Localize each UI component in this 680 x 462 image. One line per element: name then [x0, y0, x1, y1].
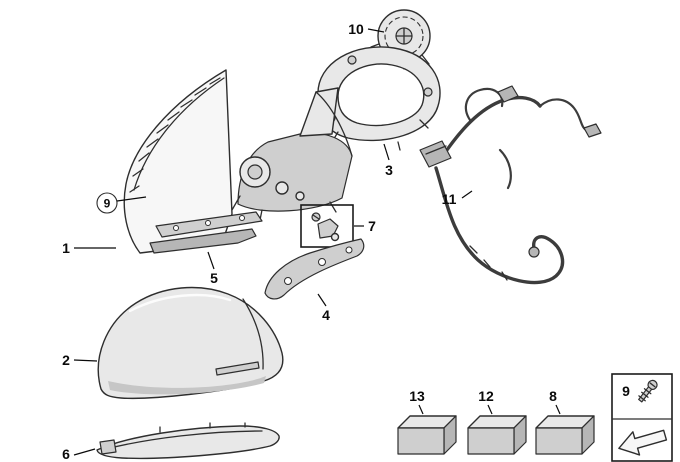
signal-body	[96, 425, 280, 460]
leader-11	[461, 190, 473, 199]
harness-plug-line	[425, 145, 447, 155]
callout-3: 3	[385, 162, 393, 178]
callout-4: 4	[322, 307, 330, 323]
frame-boss-2	[347, 55, 357, 65]
frame-ring	[317, 46, 441, 142]
gear-inner	[247, 164, 263, 180]
callout-11: 11	[442, 191, 457, 207]
leader-13	[418, 404, 424, 415]
arm-hole-1	[284, 277, 292, 285]
plate-hole-1	[173, 225, 179, 231]
actuator-rim	[384, 16, 424, 56]
plate-hole-2	[205, 220, 211, 226]
leader-12	[487, 404, 493, 415]
part7-clip-eye	[330, 232, 340, 242]
screw-icon	[638, 379, 658, 403]
mirror-cap-drawing	[97, 286, 284, 399]
box13-front-face	[397, 427, 445, 455]
legend-number: 9	[622, 383, 630, 399]
callout-6: 6	[62, 446, 70, 462]
plate-hole-3	[239, 215, 245, 221]
bracket-arm-edge	[315, 91, 353, 157]
leader-2	[73, 359, 98, 362]
callout-8: 8	[549, 388, 557, 404]
gear-teeth	[239, 156, 271, 188]
cap-parting-line	[242, 298, 264, 370]
harness-connector-top	[497, 85, 519, 103]
kit-box-12	[467, 415, 527, 455]
harness-branch-top	[438, 95, 542, 162]
mirror-glass-drawing	[123, 69, 233, 254]
pivot-boss-2	[295, 191, 305, 201]
harness-tape-ticks	[469, 245, 508, 281]
harness-branch-right	[538, 98, 590, 133]
leader-9	[116, 196, 147, 202]
glass-inner-edge	[133, 77, 225, 191]
harness-trunk	[434, 166, 565, 285]
kit-box-8	[535, 415, 595, 455]
signal-lens-line	[105, 430, 263, 450]
part7-box-drawing	[300, 204, 354, 248]
legend-box: 9	[611, 373, 673, 462]
arm-hole-2	[318, 258, 326, 266]
callout-1: 1	[62, 240, 70, 256]
turn-signal-drawing	[96, 422, 280, 460]
support-arm-drawing	[264, 238, 365, 300]
kit-box-13	[397, 415, 457, 455]
box12-front-face	[467, 427, 515, 455]
part7-screw-slot	[312, 214, 320, 220]
screw-threads	[638, 388, 652, 402]
leader-5	[207, 251, 215, 270]
cap-signal-slot	[215, 361, 260, 376]
signal-connector	[99, 439, 117, 455]
cap-highlight	[128, 293, 232, 313]
leader-4	[317, 293, 327, 307]
housing-frame-drawing	[317, 46, 441, 151]
leader-3	[383, 143, 390, 161]
leader-10	[367, 28, 385, 33]
legend-outer-frame	[611, 373, 673, 462]
harness-connector-right	[583, 123, 602, 138]
callout-12: 12	[478, 388, 494, 404]
mirror-base-bracket-drawing	[231, 87, 353, 221]
callout-10: 10	[348, 21, 364, 37]
wiring-harness-drawing	[419, 85, 602, 285]
glass-outline	[123, 69, 233, 254]
callout-9: 9	[104, 197, 111, 211]
signal-clips	[159, 422, 246, 433]
harness-mirror-plug	[419, 140, 452, 168]
screw-head-slot	[649, 382, 656, 388]
leader-8	[555, 404, 561, 415]
harness-stub	[498, 148, 512, 190]
leader-6	[73, 448, 96, 456]
pivot-boss-1	[275, 181, 289, 195]
trim-slat	[149, 228, 257, 254]
cap-bottom-shade	[108, 376, 266, 395]
direction-arrow-icon	[618, 429, 668, 456]
bracket-upright-arm	[299, 87, 339, 137]
part7-frame-box	[300, 204, 354, 248]
callout-2: 2	[62, 352, 70, 368]
harness-end-grommet	[528, 246, 540, 258]
callout-13: 13	[409, 388, 425, 404]
frame-boss-3	[423, 87, 433, 97]
part7-clip-body	[317, 218, 339, 239]
arm-hole-3	[345, 246, 353, 254]
callout-7: 7	[368, 218, 376, 234]
callout-9-circle	[96, 192, 118, 214]
glass-hatch-lines	[129, 77, 221, 193]
trim-plate-drawing	[149, 211, 263, 254]
box8-front-face	[535, 427, 583, 455]
actuator-cross-slot	[395, 27, 413, 45]
callout-5: 5	[210, 270, 218, 286]
